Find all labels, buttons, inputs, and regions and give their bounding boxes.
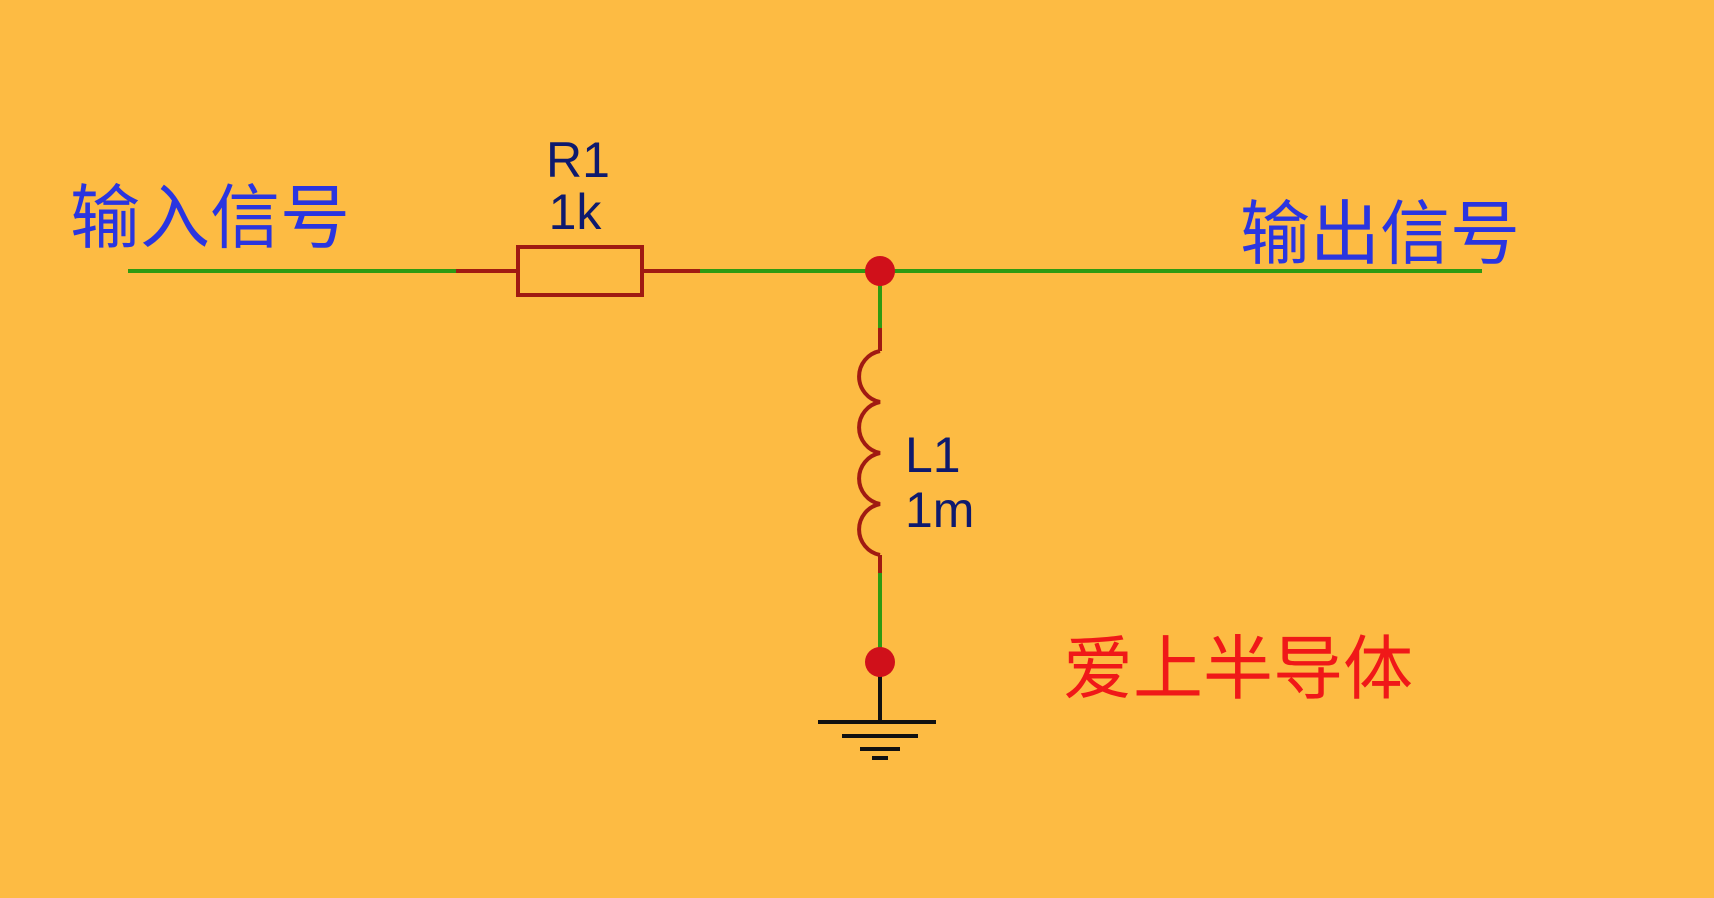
resistor-designator: R1: [546, 132, 610, 188]
watermark-text: 爱上半导体: [1063, 628, 1413, 710]
resistor-value: 1k: [549, 184, 603, 240]
inductor-coils: [857, 349, 881, 557]
ground-symbol: [818, 662, 936, 760]
output-signal-label: 输出信号: [1240, 193, 1520, 275]
resistor-symbol: [456, 245, 702, 297]
inductor-value: 1m: [905, 482, 974, 538]
input-signal-label: 输入信号: [70, 177, 350, 259]
junction-node-top: [865, 256, 895, 286]
junction-node-bottom: [865, 647, 895, 677]
inductor-designator: L1: [905, 427, 961, 483]
inductor-symbol: [857, 328, 882, 575]
